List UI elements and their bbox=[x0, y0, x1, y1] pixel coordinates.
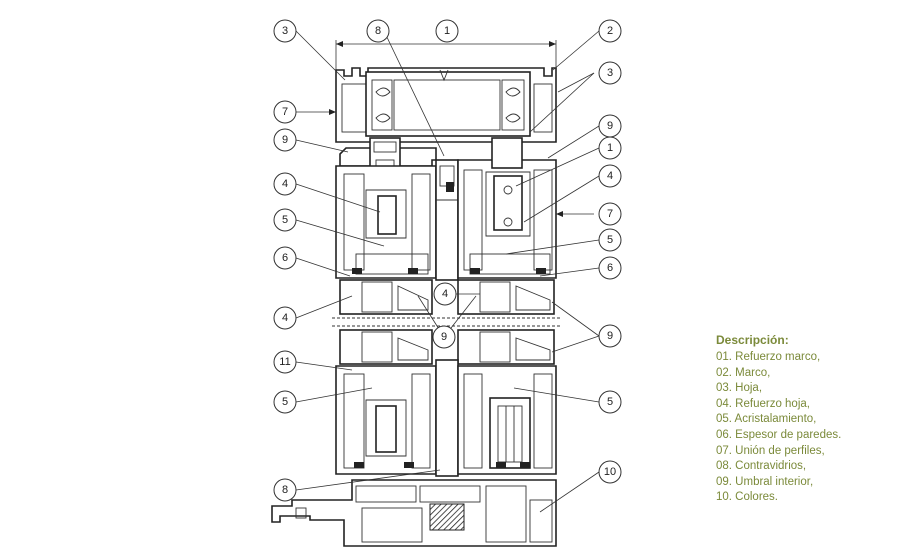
callout: 4 bbox=[598, 164, 622, 188]
svg-text:8: 8 bbox=[282, 484, 288, 496]
callout: 8 bbox=[273, 478, 297, 502]
legend-item: 02. Marco, bbox=[716, 366, 771, 379]
top-frame-profile bbox=[335, 67, 557, 143]
legend-item: 09. Umbral interior, bbox=[716, 475, 814, 488]
svg-text:1: 1 bbox=[444, 25, 450, 37]
upper-right-sash bbox=[457, 137, 557, 279]
svg-text:1: 1 bbox=[607, 142, 613, 154]
lower-right-sash bbox=[435, 359, 557, 477]
svg-text:10: 10 bbox=[604, 466, 616, 478]
svg-text:3: 3 bbox=[607, 67, 613, 79]
callout: 4 bbox=[273, 172, 297, 196]
window-section-diagram: 1 2 3 3 8 7 9 9 1 4 4 7 5 5 6 6 4 4 9 9 … bbox=[271, 19, 622, 547]
glazing-upper bbox=[339, 279, 555, 315]
callout: 7 bbox=[273, 100, 297, 124]
lower-left-sash bbox=[335, 365, 437, 475]
legend-item: 10. Colores. bbox=[716, 491, 779, 504]
svg-text:5: 5 bbox=[607, 234, 613, 246]
central-interlock bbox=[435, 159, 459, 281]
svg-text:5: 5 bbox=[607, 396, 613, 408]
callout: 5 bbox=[273, 390, 297, 414]
callout: 8 bbox=[366, 19, 390, 43]
svg-text:2: 2 bbox=[607, 25, 613, 37]
callout: 1 bbox=[435, 19, 459, 43]
svg-text:7: 7 bbox=[282, 106, 288, 118]
callout: 9 bbox=[273, 128, 297, 152]
svg-text:9: 9 bbox=[607, 330, 613, 342]
legend-item: 06. Espesor de paredes. bbox=[716, 428, 842, 441]
svg-text:4: 4 bbox=[282, 178, 288, 190]
callout: 10 bbox=[598, 460, 622, 484]
legend-item: 05. Acristalamiento, bbox=[716, 413, 817, 426]
svg-text:7: 7 bbox=[607, 208, 613, 220]
callout: 6 bbox=[273, 246, 297, 270]
svg-text:9: 9 bbox=[441, 331, 447, 343]
callout: 9 bbox=[598, 114, 622, 138]
callout: 3 bbox=[273, 19, 297, 43]
threshold-profile bbox=[271, 479, 557, 547]
svg-text:5: 5 bbox=[282, 396, 288, 408]
svg-text:11: 11 bbox=[279, 356, 290, 368]
callout: 5 bbox=[273, 208, 297, 232]
callout: 5 bbox=[598, 228, 622, 252]
legend-item: 01. Refuerzo marco, bbox=[716, 351, 821, 363]
legend-item: 03. Hoja, bbox=[716, 382, 763, 395]
legend-title: Descripción: bbox=[716, 333, 789, 347]
callout: 4 bbox=[433, 282, 457, 306]
upper-left-sash bbox=[335, 137, 437, 279]
callout: 1 bbox=[598, 136, 622, 160]
callout: 6 bbox=[598, 256, 622, 280]
callout: 11 bbox=[273, 350, 297, 374]
callout: 3 bbox=[598, 61, 622, 85]
svg-text:8: 8 bbox=[375, 25, 381, 37]
svg-text:4: 4 bbox=[442, 288, 448, 300]
svg-text:5: 5 bbox=[282, 214, 288, 226]
svg-text:9: 9 bbox=[607, 120, 613, 132]
callout: 2 bbox=[598, 19, 622, 43]
svg-text:6: 6 bbox=[282, 252, 288, 264]
callout: 4 bbox=[273, 306, 297, 330]
section-break bbox=[332, 317, 560, 327]
svg-text:6: 6 bbox=[607, 262, 613, 274]
glazing-lower bbox=[339, 329, 555, 365]
callout: 5 bbox=[598, 390, 622, 414]
callout: 9 bbox=[432, 325, 456, 349]
svg-text:4: 4 bbox=[607, 170, 613, 182]
legend-item: 08. Contravidrios, bbox=[716, 460, 807, 473]
legend: Descripción: 01. Refuerzo marco, 02. Mar… bbox=[716, 333, 896, 506]
legend-item: 07. Unión de perfiles, bbox=[716, 444, 825, 457]
svg-text:4: 4 bbox=[282, 312, 288, 324]
legend-item: 04. Refuerzo hoja, bbox=[716, 397, 810, 410]
callout: 7 bbox=[598, 202, 622, 226]
svg-text:9: 9 bbox=[282, 134, 288, 146]
callout: 9 bbox=[598, 324, 622, 348]
leader-lines bbox=[295, 30, 600, 513]
svg-text:3: 3 bbox=[282, 25, 288, 37]
